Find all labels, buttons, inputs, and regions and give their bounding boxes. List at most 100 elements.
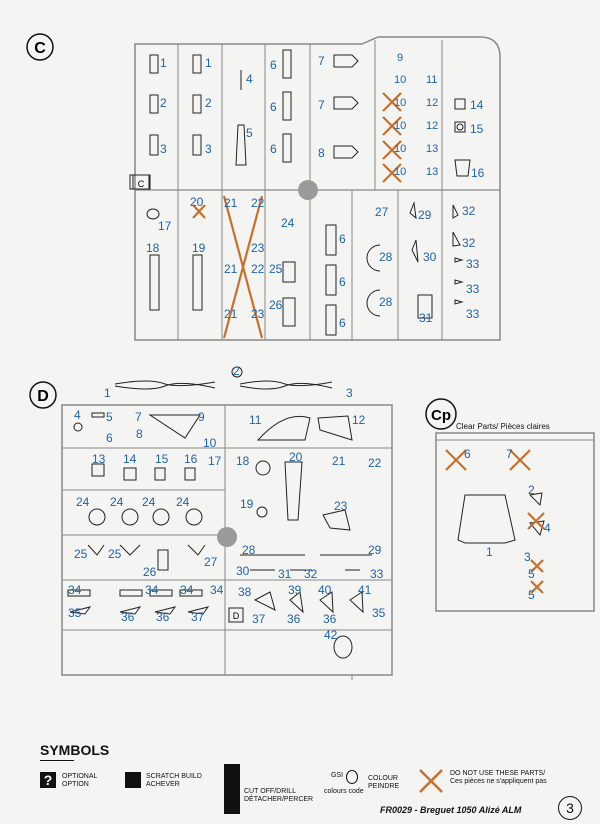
c-part-num: 12 [426, 120, 439, 132]
c-part-num: 6 [339, 316, 346, 330]
sprue-c-frame [134, 36, 501, 341]
symbols-heading: SYMBOLS [40, 742, 110, 758]
c-part-num: 10 [394, 166, 407, 178]
cut-drill-icon [224, 764, 240, 814]
sprue-c: C C [0, 0, 600, 360]
colour-label-fr: PEINDRE [368, 783, 400, 790]
d-part-num: 36 [287, 612, 301, 626]
c-part-num: 27 [375, 205, 389, 219]
d-part-num: 24 [110, 495, 124, 509]
d-part-num: 3 [346, 386, 353, 400]
d-part-num: 19 [240, 497, 254, 511]
c-part-num: 12 [426, 97, 439, 109]
cp-part-num: 6 [464, 447, 471, 461]
scratch-build-icon [125, 772, 141, 788]
sprue-cp: Cp Clear Parts/ Pièces claires 6 7 2 4 1… [420, 395, 600, 615]
d-part-num: 36 [121, 610, 135, 624]
sprue-cp-label: Cp [431, 407, 451, 424]
c-part-num: 2 [160, 96, 167, 110]
page-number: 3 [566, 800, 574, 816]
c-part-num: 24 [281, 216, 295, 230]
c-part-num: 13 [426, 143, 439, 155]
d-part-num: 2 [233, 364, 240, 378]
footer-title: FR0029 - Breguet 1050 Alizé ALM [380, 805, 522, 815]
d-part-num: 5 [106, 410, 113, 424]
c-part-num: 6 [270, 58, 277, 72]
c-part-num: 30 [423, 250, 437, 264]
d-part-num: 4 [74, 408, 81, 422]
d-part-num: 24 [176, 495, 190, 509]
d-part-num: 8 [136, 427, 143, 441]
scratch-label: SCRATCH BUILD [146, 773, 202, 780]
c-part-num: 5 [246, 126, 253, 140]
c-part-num: 10 [394, 120, 407, 132]
d-part-num: 33 [370, 567, 384, 581]
c-part-num: 9 [397, 52, 404, 64]
c-part-num: 1 [160, 56, 167, 70]
d-part-num: 36 [156, 610, 170, 624]
d-part-num: 35 [68, 606, 82, 620]
c-part-num: 16 [471, 166, 485, 180]
c-part-num: 33 [466, 307, 480, 321]
c-part-num: 10 [394, 97, 407, 109]
d-part-num: 32 [304, 567, 318, 581]
c-part-num: 15 [470, 122, 484, 136]
c-part-num: 6 [339, 275, 346, 289]
optional-icon: ? [40, 772, 56, 788]
d-part-num: 15 [155, 452, 169, 466]
c-part-num: 25 [269, 262, 283, 276]
cp-part-num: 2 [528, 483, 535, 497]
c-part-num: 3 [160, 142, 167, 156]
c-part-num: 21 [224, 262, 238, 276]
cp-part-num: 4 [544, 521, 551, 535]
d-part-num: 34 [145, 583, 159, 597]
c-part-num: 23 [251, 307, 265, 321]
c-part-num: 32 [462, 204, 476, 218]
c-part-num: 21 [224, 196, 238, 210]
cp-part-num: 5 [528, 567, 535, 581]
d-part-num: 31 [278, 567, 292, 581]
d-part-num: 37 [252, 612, 266, 626]
c-part-num: 7 [318, 98, 325, 112]
cut-label-fr: DÉTACHER/PERCER [244, 796, 314, 803]
do-not-use-icon [419, 769, 443, 793]
sprue-c-badge [26, 33, 54, 61]
d-part-num: 40 [318, 583, 332, 597]
d-part-num: 38 [238, 585, 252, 599]
d-part-num: 37 [191, 610, 205, 624]
c-part-num: 21 [224, 307, 238, 321]
d-part-num: 24 [142, 495, 156, 509]
cp-part-num: 7 [506, 447, 513, 461]
d-part-num: 20 [289, 450, 303, 464]
d-part-num: 39 [288, 583, 302, 597]
d-part-num: 27 [204, 555, 218, 569]
cp-part-num: 3 [524, 550, 531, 564]
d-part-num: 42 [324, 628, 338, 642]
page-number-badge: 3 [558, 796, 582, 820]
c-part-num: 33 [466, 282, 480, 296]
cp-caption: Clear Parts/ Pièces claires [456, 422, 550, 431]
c-part-num: 4 [246, 72, 253, 86]
paint-drop-icon [346, 770, 358, 784]
scratch-label-fr: ACHEVER [146, 781, 180, 788]
c-part-num: 29 [418, 208, 432, 222]
c-part-num: 28 [379, 250, 393, 264]
c-part-num: 6 [270, 142, 277, 156]
d-part-num: 7 [135, 410, 142, 424]
gsi-label: GSI [331, 772, 344, 779]
c-part-num: 18 [146, 241, 160, 255]
cp-part-num: 5 [528, 588, 535, 602]
c-part-num: 2 [205, 96, 212, 110]
c-part-num: 8 [318, 146, 325, 160]
d-part-num: 23 [334, 499, 348, 513]
c-part-num: 14 [470, 98, 484, 112]
c-part-num: 10 [394, 74, 407, 86]
d-part-num: 41 [358, 583, 372, 597]
c-part-num: 22 [251, 262, 265, 276]
gsi-code-label: colours code [324, 788, 364, 795]
c-part-num: 31 [419, 311, 433, 325]
d-part-num: 28 [242, 543, 256, 557]
symbols-legend: SYMBOLS ? OPTIONAL OPTION SCRATCH BUILD … [0, 730, 600, 824]
d-part-num: 6 [106, 431, 113, 445]
d-part-num: 10 [203, 436, 217, 450]
